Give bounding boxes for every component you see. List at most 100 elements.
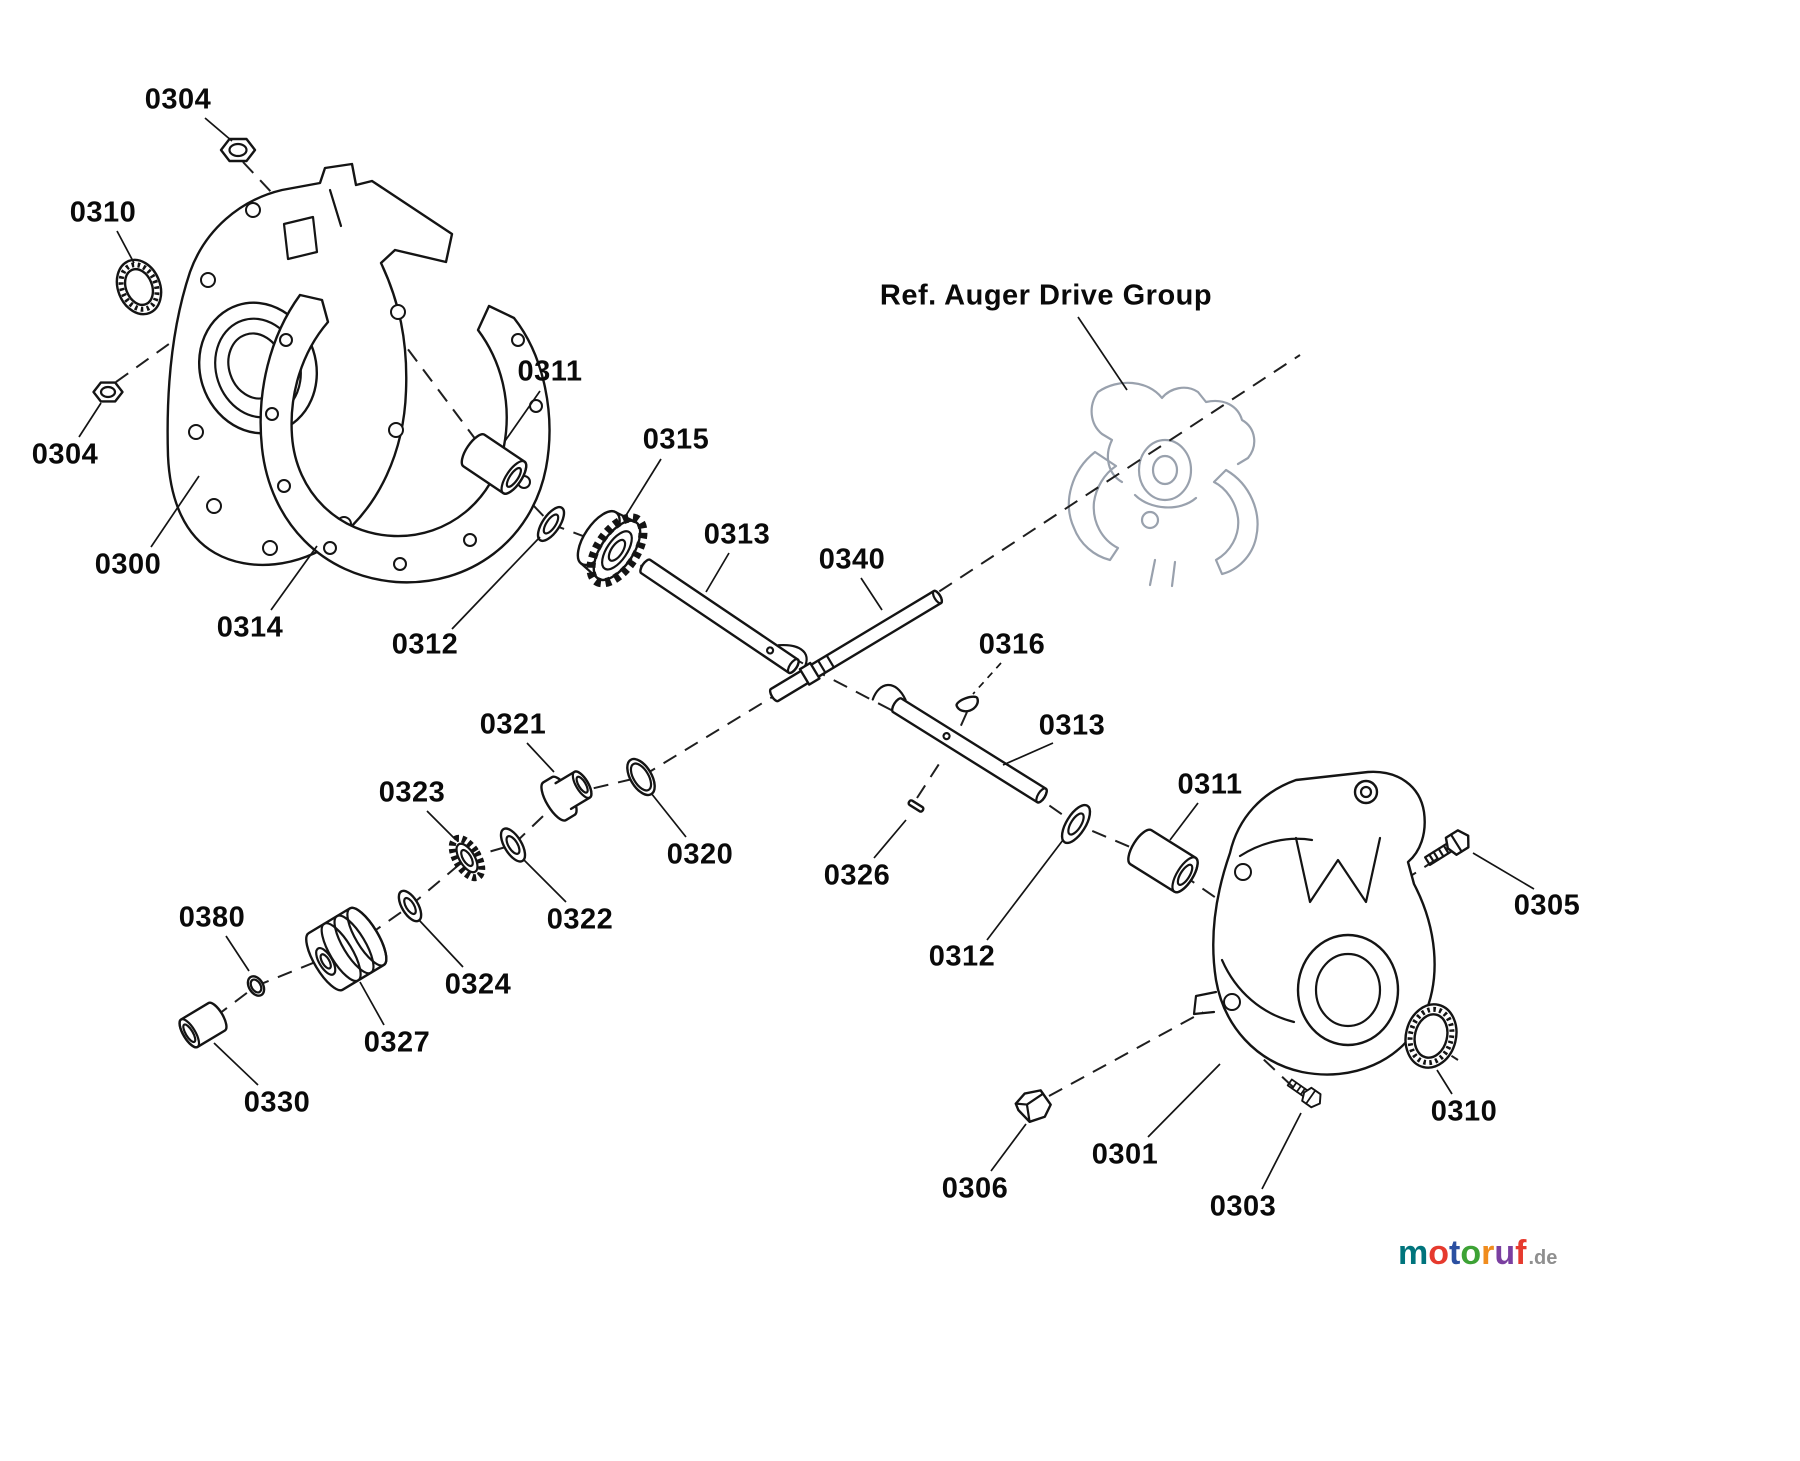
part-bushing-0311-right: [1127, 828, 1199, 894]
part-screw-0303: [1286, 1078, 1322, 1109]
part-gear-0315: [576, 509, 648, 588]
screw-0303-axis: [1259, 1055, 1294, 1088]
leader-0311-left: [504, 390, 541, 442]
leader-0327: [359, 981, 385, 1026]
part-washer-0312-right: [1060, 803, 1092, 845]
part-label-0312-right: 0312: [928, 940, 996, 973]
watermark-letter: u: [1494, 1234, 1516, 1272]
part-shaft-0340: [768, 589, 944, 703]
part-label-0310-top-left: 0310: [69, 196, 137, 229]
part-label-0301: 0301: [1091, 1138, 1159, 1171]
part-label-0312-left: 0312: [391, 628, 459, 661]
leader-0326: [873, 819, 907, 859]
part-washer-0324: [397, 889, 423, 923]
auger-drive-group-sketch: [1067, 381, 1259, 588]
part-label-0305: 0305: [1513, 889, 1581, 922]
leader-0304-top: [204, 117, 233, 142]
leader-0312-left: [451, 536, 541, 630]
part-key-0326: [907, 799, 925, 813]
watermark-letter: o: [1460, 1234, 1482, 1272]
part-washer-0312-left: [536, 505, 566, 543]
part-label-0323: 0323: [378, 776, 446, 809]
leader-0340: [860, 577, 883, 611]
leader-0313-left: [705, 552, 730, 593]
part-label-0304-top: 0304: [144, 83, 212, 116]
leader-ref-auger-drive-group: [1077, 316, 1128, 391]
part-bushing-0321: [540, 770, 593, 822]
part-nut-0304-top: [219, 137, 257, 163]
part-oring-0380: [246, 975, 266, 997]
leader-0305: [1472, 852, 1535, 890]
part-label-ref-auger-drive-group: Ref. Auger Drive Group: [879, 279, 1213, 312]
leader-0321: [526, 742, 555, 773]
leader-0310-bottom-right: [1436, 1069, 1453, 1095]
part-label-0326: 0326: [823, 859, 891, 892]
part-label-0327: 0327: [363, 1026, 431, 1059]
part-label-0304-left: 0304: [31, 438, 99, 471]
part-label-0310-bottom-right: 0310: [1430, 1095, 1498, 1128]
part-label-0316: 0316: [978, 628, 1046, 661]
part-label-0300: 0300: [94, 548, 162, 581]
plug-0306-axis: [1048, 1011, 1204, 1097]
part-star-washer-0323: [448, 834, 486, 882]
part-label-0320: 0320: [666, 838, 734, 871]
part-label-0330: 0330: [243, 1086, 311, 1119]
watermark-logo: motoruf .de: [1398, 1234, 1557, 1273]
leader-0312-right: [986, 839, 1064, 941]
part-label-0303: 0303: [1209, 1190, 1277, 1223]
leader-0303: [1261, 1112, 1302, 1190]
leader-0310-top-left: [116, 230, 135, 264]
part-label-0321: 0321: [479, 708, 547, 741]
part-label-0306: 0306: [941, 1172, 1009, 1205]
key-0326-axis: [916, 763, 940, 799]
part-nut-0304-left: [92, 381, 124, 403]
watermark-letter: r: [1481, 1234, 1495, 1272]
part-label-0315: 0315: [642, 423, 710, 456]
leader-0306: [990, 1123, 1027, 1172]
leader-0311-right: [1169, 802, 1199, 841]
watermark-letter: o: [1428, 1234, 1450, 1272]
part-label-0340: 0340: [818, 543, 886, 576]
leader-0301: [1147, 1063, 1221, 1138]
part-gasket-0314: [259, 293, 551, 584]
worm-axis: [194, 354, 1301, 1033]
part-label-0313-right: 0313: [1038, 709, 1106, 742]
part-bolt-0305: [1423, 829, 1470, 866]
part-key-0316: [955, 695, 979, 713]
part-seal-0310-bottom-right: [1404, 1003, 1458, 1069]
part-label-0313-left: 0313: [703, 518, 771, 551]
leader-0324: [418, 919, 464, 968]
part-plug-0306: [1014, 1089, 1052, 1123]
leader-0304-left: [78, 402, 102, 438]
watermark-letter: t: [1449, 1234, 1461, 1272]
leader-lines-layer: [78, 117, 1535, 1190]
part-label-0311-right: 0311: [1177, 768, 1243, 801]
part-label-0324: 0324: [444, 968, 512, 1001]
leader-0330: [213, 1042, 259, 1086]
stud-axis-left: [115, 315, 209, 383]
part-label-0311-left: 0311: [517, 355, 583, 388]
watermark-letter: f: [1515, 1234, 1527, 1272]
watermark-suffix: .de: [1528, 1247, 1558, 1269]
part-oring-0320: [626, 757, 656, 797]
part-gear-housing-right: [1192, 770, 1436, 1076]
part-shaft-0313-right: [871, 683, 1048, 804]
part-worm-gear-0327: [305, 906, 388, 992]
part-washer-0322: [499, 827, 527, 863]
part-bushing-0311-left: [460, 433, 528, 495]
watermark-word: motoruf: [1398, 1234, 1526, 1273]
leader-0320: [650, 792, 687, 838]
part-bushing-0330: [178, 1001, 228, 1049]
part-shaft-0313-left: [639, 558, 808, 675]
leader-0323: [426, 810, 457, 841]
part-seal-0310-top-left: [115, 258, 163, 316]
part-label-0322: 0322: [546, 903, 614, 936]
leader-0314: [270, 545, 318, 611]
watermark-letter: m: [1398, 1234, 1429, 1272]
part-label-0314: 0314: [216, 611, 284, 644]
part-label-0380: 0380: [178, 901, 246, 934]
leader-0313-right: [1002, 742, 1054, 766]
leader-0380: [225, 935, 250, 972]
